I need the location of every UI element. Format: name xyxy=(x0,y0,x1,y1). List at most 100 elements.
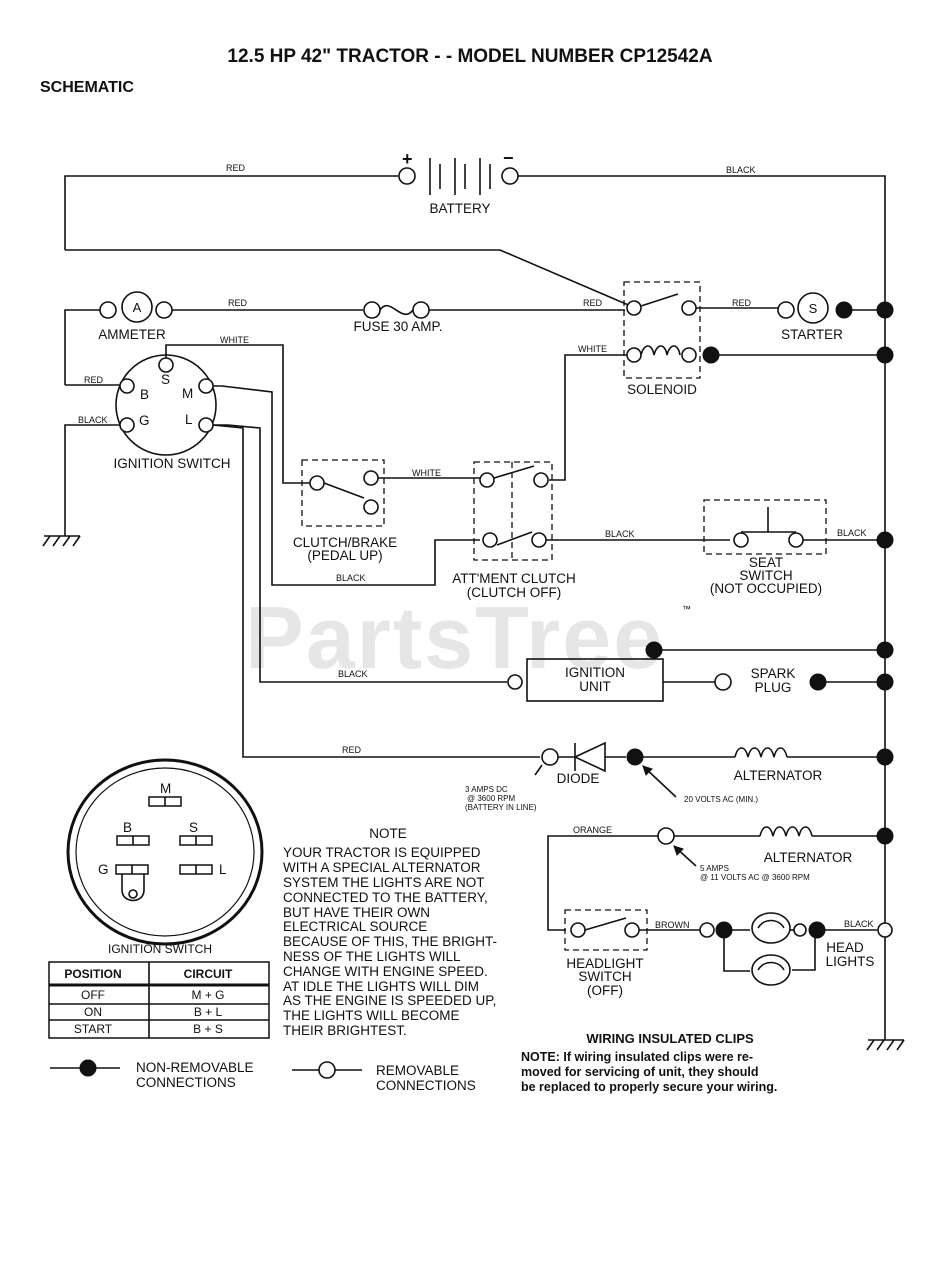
wire-white-label: WHITE xyxy=(220,335,249,345)
wire-black-label: BLACK xyxy=(837,528,867,538)
attment-clutch-label-2: (CLUTCH OFF) xyxy=(467,585,562,600)
ignition-unit-label-2: UNIT xyxy=(579,679,611,694)
spark-plug: SPARK PLUG xyxy=(751,666,827,695)
note-block: NOTE YOUR TRACTOR IS EQUIPPED WITH A SPE… xyxy=(283,826,497,1038)
note-line: CONNECTED TO THE BATTERY, xyxy=(283,890,488,905)
wire-red-label: RED xyxy=(342,745,362,755)
wire-red-label: RED xyxy=(84,375,104,385)
diode-note-2: @ 3600 RPM xyxy=(467,794,515,803)
table-cell-position: START xyxy=(74,1022,113,1036)
alternator-1: ALTERNATOR 20 VOLTS AC (MIN.) xyxy=(642,747,894,804)
starter-symbol: S xyxy=(809,301,818,316)
diode-label: DIODE xyxy=(557,771,600,786)
seat-switch-label-2: SWITCH xyxy=(739,568,792,583)
clips-heading: WIRING INSULATED CLIPS xyxy=(586,1031,754,1046)
ground-symbol-left xyxy=(42,535,81,547)
table-cell-circuit: B + L xyxy=(194,1005,223,1019)
face-terminal-l: L xyxy=(219,862,227,877)
ammeter: A AMMETER xyxy=(64,291,173,385)
head-lights-label-2: LIGHTS xyxy=(826,954,875,969)
note-line: AT IDLE THE LIGHTS WILL DIM xyxy=(283,979,479,994)
wire-black-label: BLACK xyxy=(336,573,366,583)
watermark-tm: ™ xyxy=(682,604,691,614)
battery-minus: − xyxy=(503,148,514,168)
face-terminal-b: B xyxy=(123,820,132,835)
headlight-switch-label-3: (OFF) xyxy=(587,983,623,998)
legend: NON-REMOVABLE CONNECTIONS REMOVABLE CONN… xyxy=(50,1059,476,1093)
seat-switch-label-1: SEAT xyxy=(749,555,783,570)
headlight-switch-label-2: SWITCH xyxy=(578,969,631,984)
wire-black-label: BLACK xyxy=(844,919,874,929)
spark-plug-label-2: PLUG xyxy=(755,680,792,695)
sw-terminal-l: L xyxy=(185,412,193,427)
clips-line: NOTE: If wiring insulated clips were re- xyxy=(521,1050,753,1064)
ammeter-label: AMMETER xyxy=(98,327,166,342)
seat-switch-label-3: (NOT OCCUPIED) xyxy=(710,581,822,596)
alternator-2-note-2: @ 11 VOLTS AC @ 3600 RPM xyxy=(700,873,810,882)
diode-note-1: 3 AMPS DC xyxy=(465,785,508,794)
note-line: WITH A SPECIAL ALTERNATOR xyxy=(283,860,481,875)
sw-terminal-m: M xyxy=(182,386,193,401)
section-label: SCHEMATIC xyxy=(40,79,134,96)
note-line: NESS OF THE LIGHTS WILL xyxy=(283,949,461,964)
table-cell-position: ON xyxy=(84,1005,102,1019)
note-line: BUT HAVE THEIR OWN xyxy=(283,905,430,920)
wire-white-label: WHITE xyxy=(412,468,441,478)
battery-plus: + xyxy=(402,149,413,169)
wire-white-label: WHITE xyxy=(578,344,607,354)
starter: S STARTER xyxy=(777,292,853,342)
battery-label: BATTERY xyxy=(429,201,490,216)
sw-terminal-s: S xyxy=(161,372,170,387)
note-line: BECAUSE OF THIS, THE BRIGHT- xyxy=(283,934,497,949)
face-terminal-m: M xyxy=(160,781,171,796)
seat-switch: SEAT SWITCH (NOT OCCUPIED) xyxy=(703,499,827,596)
diode: DIODE 3 AMPS DC @ 3600 RPM (BATTERY IN L… xyxy=(465,741,644,812)
wire-black-label: BLACK xyxy=(78,415,108,425)
alternator-1-note: 20 VOLTS AC (MIN.) xyxy=(684,795,758,804)
note-line: THEIR BRIGHTEST. xyxy=(283,1023,407,1038)
head-lights-label-1: HEAD xyxy=(826,940,864,955)
table-cell-circuit: B + S xyxy=(193,1022,223,1036)
table-cell-position: OFF xyxy=(81,988,105,1002)
headlight-switch-label-1: HEADLIGHT xyxy=(566,956,643,971)
ignition-unit: IGNITION UNIT xyxy=(507,658,664,702)
table-cell-circuit: M + G xyxy=(191,988,224,1002)
note-line: AS THE ENGINE IS SPEEDED UP, xyxy=(283,993,496,1008)
diode-note-3: (BATTERY IN LINE) xyxy=(465,803,537,812)
note-line: ELECTRICAL SOURCE xyxy=(283,919,427,934)
solenoid-label: SOLENOID xyxy=(627,382,697,397)
fuse-label: FUSE 30 AMP. xyxy=(353,319,442,334)
ignition-switch: S B M G L IGNITION SWITCH xyxy=(114,354,231,471)
alternator-2: ALTERNATOR 5 AMPS @ 11 VOLTS AC @ 3600 R… xyxy=(657,826,894,882)
wire-brown-label: BROWN xyxy=(655,920,690,930)
spark-plug-label-1: SPARK xyxy=(751,666,796,681)
clutch-brake-label-1: CLUTCH/BRAKE xyxy=(293,535,397,550)
wire-red-label: RED xyxy=(228,298,248,308)
battery: + − BATTERY RED BLACK xyxy=(64,148,886,1040)
clips-note: WIRING INSULATED CLIPS NOTE: If wiring i… xyxy=(521,1031,777,1094)
face-label: IGNITION SWITCH xyxy=(108,942,212,956)
legend-removable-1: REMOVABLE xyxy=(376,1063,459,1078)
clips-line: moved for servicing of unit, they should xyxy=(521,1065,759,1079)
wire-black-label: BLACK xyxy=(338,669,368,679)
watermark: PartsTree xyxy=(245,588,664,687)
legend-removable-2: CONNECTIONS xyxy=(376,1078,476,1093)
wire-red-label: RED xyxy=(732,298,752,308)
attment-clutch-label-1: ATT'MENT CLUTCH xyxy=(452,571,576,586)
alternator-1-label: ALTERNATOR xyxy=(734,768,823,783)
alternator-2-label: ALTERNATOR xyxy=(764,850,853,865)
ammeter-symbol: A xyxy=(133,300,142,315)
face-terminal-g: G xyxy=(98,862,109,877)
note-line: THE LIGHTS WILL BECOME xyxy=(283,1008,460,1023)
wire-red-label: RED xyxy=(583,298,603,308)
headlight-switch: HEADLIGHT SWITCH (OFF) xyxy=(564,909,648,998)
note-heading: NOTE xyxy=(369,826,407,841)
wire-black-label: BLACK xyxy=(726,165,756,175)
page-title: 12.5 HP 42" TRACTOR - - MODEL NUMBER CP1… xyxy=(227,46,712,67)
starter-label: STARTER xyxy=(781,327,843,342)
ignition-unit-label-1: IGNITION xyxy=(565,665,625,680)
attachment-clutch-switch: ATT'MENT CLUTCH (CLUTCH OFF) xyxy=(452,461,576,600)
ignition-switch-face: M B S G L IGNITION SWITCH xyxy=(66,758,264,956)
alternator-2-note-1: 5 AMPS xyxy=(700,864,729,873)
